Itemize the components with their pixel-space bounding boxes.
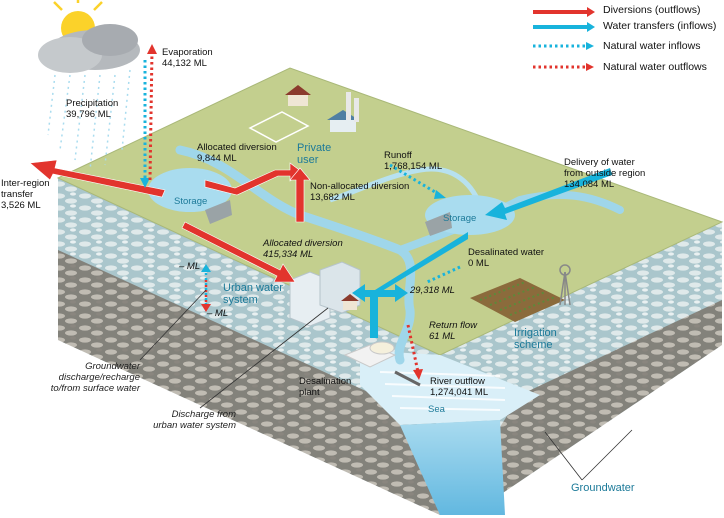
- windmill-icon: [559, 264, 571, 306]
- right-deep-rock: [445, 300, 722, 515]
- legend-symbols: [533, 7, 595, 71]
- legend-natural-outflows: Natural water outflows: [603, 61, 707, 73]
- rain-icon: [47, 69, 131, 171]
- river-tributary: [329, 166, 483, 206]
- gw-lower-label: – ML: [207, 308, 229, 319]
- storage-left-label: Storage: [174, 196, 208, 207]
- sea-label: Sea: [428, 404, 445, 415]
- irrigation-field: [470, 278, 565, 322]
- left-deep-rock: [58, 250, 440, 515]
- legend-natural-inflows: Natural water inflows: [603, 40, 701, 52]
- transfer-arrows: [352, 168, 612, 338]
- legend-diversions: Diversions (outflows): [603, 4, 701, 16]
- farm-house-icon: [248, 85, 359, 143]
- legend-transfers: Water transfers (inflows): [603, 20, 717, 32]
- sea-body: [360, 385, 505, 515]
- cloud-icon: [38, 24, 140, 73]
- river-right: [396, 190, 624, 254]
- natural-inflow-arrows: [143, 60, 461, 285]
- storage-left-water: [148, 168, 232, 212]
- sea-surface: [360, 350, 540, 425]
- urban-buildings-icon: [289, 261, 361, 327]
- leader-lines: [139, 289, 633, 481]
- crop-rows: [479, 281, 556, 316]
- desalination-plant-icon: [343, 341, 421, 387]
- groundwater-label: Groundwater: [571, 482, 635, 494]
- gw-upper-label: – ML: [179, 261, 201, 272]
- dam-right: [425, 212, 452, 236]
- natural-outflow-arrows: [148, 49, 420, 373]
- dam-left: [205, 200, 232, 224]
- diversion-arrows: [29, 159, 311, 283]
- sea-wave-lines: [379, 371, 506, 411]
- transfer-29318-label: 29,318 ML: [410, 285, 455, 296]
- storage-right-label: Storage: [443, 213, 477, 224]
